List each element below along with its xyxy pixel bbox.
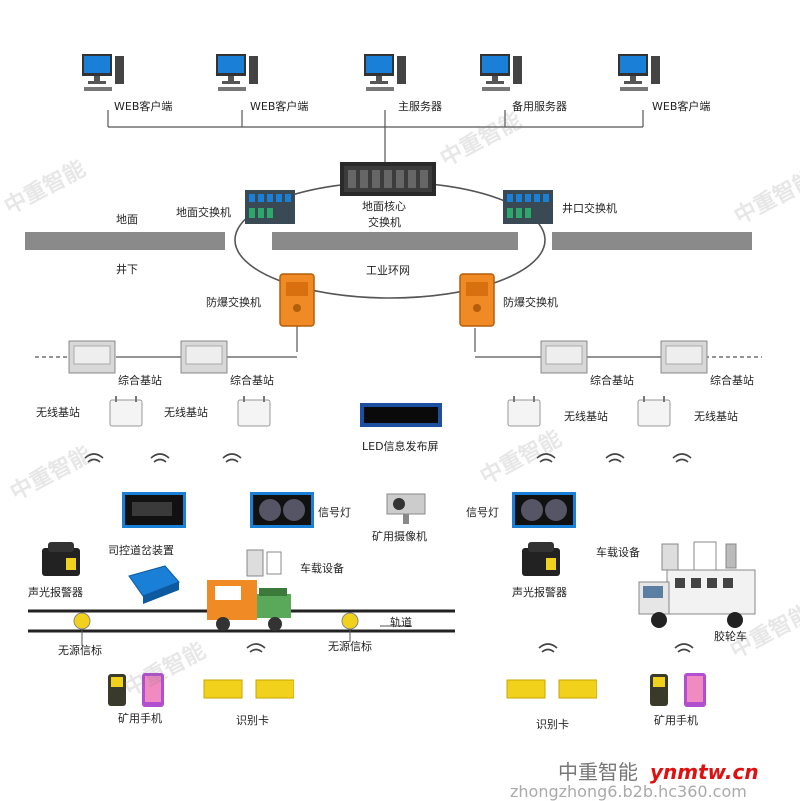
- alarm-right-label: 声光报警器: [512, 586, 567, 599]
- combo-station-label-1: 综合基站: [118, 374, 162, 387]
- mining-phone-left-icon: [108, 673, 164, 707]
- wireless-station-icon-2: [237, 396, 271, 427]
- mining-phone-right-icon: [650, 673, 706, 707]
- beacon-left: [73, 612, 91, 630]
- vehicle-device-left-label: 车载设备: [300, 562, 344, 575]
- beacon-right: [341, 612, 359, 630]
- wireless-station-label-4: 无线基站: [694, 410, 738, 423]
- surface-band-right: [552, 232, 752, 250]
- vehicle-device-left-icon: [246, 549, 282, 577]
- footer-brand: ynmtw.cn: [650, 760, 759, 784]
- beacon-left-label: 无源信标: [58, 644, 102, 657]
- core-switch-label-2: 交换机: [368, 216, 401, 229]
- computer-icon-main-server: [364, 54, 406, 91]
- wireless-station-icon-1: [109, 396, 143, 427]
- well-switch-label: 井口交换机: [562, 202, 617, 215]
- wifi-icon-row-bottom: [246, 643, 694, 653]
- ground-switch-label: 地面交换机: [176, 206, 231, 219]
- combo-station-icon-1: [68, 340, 116, 374]
- vehicle-device-right-label: 车载设备: [596, 546, 640, 559]
- locomotive-icon: [207, 580, 291, 631]
- explosion-proof-switch-left-icon: [279, 273, 315, 327]
- wireless-station-icon-4: [637, 396, 671, 427]
- camera-icon: [386, 493, 426, 524]
- ground-switch-icon: [245, 190, 295, 224]
- rubber-tyred-car-label: 胶轮车: [714, 630, 747, 643]
- computer-icon-backup-server: [480, 54, 522, 91]
- core-switch-icon: [340, 162, 436, 196]
- footer-company: 中重智能: [558, 760, 638, 784]
- surface-band-mid: [272, 232, 518, 250]
- underground-label: 井下: [116, 263, 138, 276]
- computer-icon-web1: [82, 54, 124, 91]
- alarm-left-label: 声光报警器: [28, 586, 83, 599]
- led-screen-label: LED信息发布屏: [362, 440, 439, 453]
- track-label: 轨道: [390, 616, 412, 629]
- wireless-station-label-2: 无线基站: [164, 406, 208, 419]
- wireless-station-label-1: 无线基站: [36, 406, 80, 419]
- core-switch-label-1: 地面核心: [362, 200, 406, 213]
- rubber-tyred-car-icon: [638, 569, 756, 628]
- beacon-right-label: 无源信标: [328, 640, 372, 653]
- mining-phone-right-label: 矿用手机: [654, 714, 698, 727]
- turnout-control-icon: [122, 492, 186, 528]
- well-switch-icon: [503, 190, 553, 224]
- ring-network-label: 工业环网: [366, 264, 410, 277]
- explosion-switch-left-label: 防爆交换机: [206, 296, 261, 309]
- surface-label: 地面: [116, 213, 138, 226]
- led-screen-icon: [360, 403, 442, 427]
- combo-station-label-2: 综合基站: [230, 374, 274, 387]
- control-box-icon: [128, 565, 180, 604]
- surface-band-left: [25, 232, 225, 250]
- id-card-right-icon: [506, 679, 597, 699]
- web-client-label-1: WEB客户端: [114, 100, 173, 113]
- wifi-icon-row-top: [84, 453, 692, 463]
- combo-station-icon-3: [540, 340, 588, 374]
- combo-station-icon-2: [180, 340, 228, 374]
- signal-light-left-icon: [250, 492, 314, 528]
- id-card-left-label: 识别卡: [236, 714, 269, 727]
- computer-icon-web2: [216, 54, 258, 91]
- signal-light-right-label: 信号灯: [466, 506, 499, 519]
- signal-light-left-label: 信号灯: [318, 506, 351, 519]
- web-client-label-2: WEB客户端: [250, 100, 309, 113]
- wireless-station-label-3: 无线基站: [564, 410, 608, 423]
- combo-station-label-4: 综合基站: [710, 374, 754, 387]
- id-card-left-icon: [203, 679, 294, 699]
- footer-url: zhongzhong6.b2b.hc360.com: [510, 782, 747, 801]
- vehicle-device-right-icon: [661, 541, 737, 571]
- alarm-left-icon: [42, 542, 80, 576]
- turnout-control-label: 司控道岔装置: [108, 544, 174, 557]
- main-server-label: 主服务器: [398, 100, 442, 113]
- computer-icon-web3: [618, 54, 660, 91]
- explosion-switch-right-label: 防爆交换机: [503, 296, 558, 309]
- web-client-label-3: WEB客户端: [652, 100, 711, 113]
- id-card-right-label: 识别卡: [536, 718, 569, 731]
- mining-phone-left-label: 矿用手机: [118, 712, 162, 725]
- wireless-station-icon-3: [507, 396, 541, 427]
- combo-station-icon-4: [660, 340, 708, 374]
- explosion-proof-switch-right-icon: [459, 273, 495, 327]
- combo-station-label-3: 综合基站: [590, 374, 634, 387]
- alarm-right-icon: [522, 542, 560, 576]
- camera-label: 矿用摄像机: [372, 530, 427, 543]
- signal-light-right-icon: [512, 492, 576, 528]
- backup-server-label: 备用服务器: [512, 100, 567, 113]
